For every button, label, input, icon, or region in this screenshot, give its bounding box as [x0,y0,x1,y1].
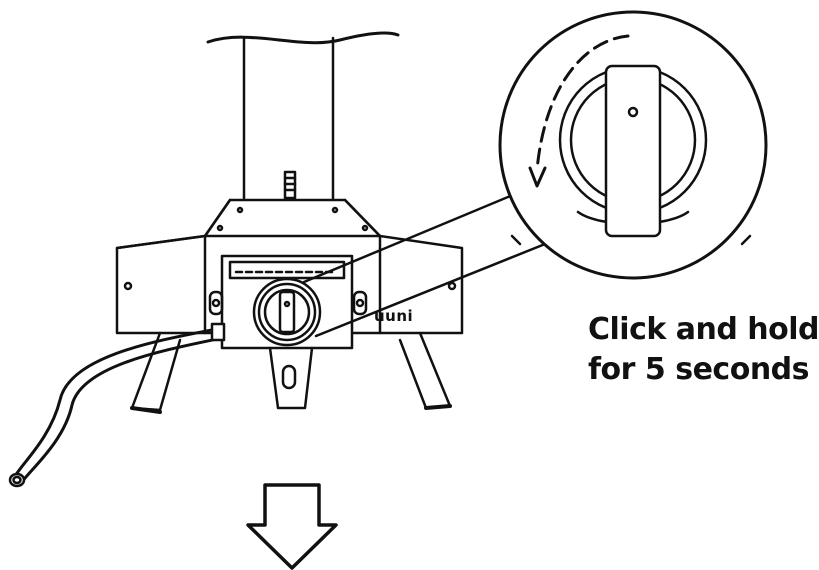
dashed-curved-arrow-icon [528,34,630,188]
gas-hose [8,322,226,488]
down-arrow-icon [246,483,338,570]
chimney [206,31,400,200]
zoom-callout [252,190,562,347]
instruction-line-1: Click and hold [588,312,819,347]
oven-legs [130,331,452,414]
instruction-line-2: for 5 seconds [588,352,810,387]
control-knob[interactable] [257,282,317,342]
gas-inlet-stud [283,170,297,200]
magnified-knob-view [498,10,768,280]
pizza-oven-diagram [8,10,768,570]
brand-label: uuni [374,307,414,325]
instruction-text: Click and hold for 5 seconds [588,310,819,390]
